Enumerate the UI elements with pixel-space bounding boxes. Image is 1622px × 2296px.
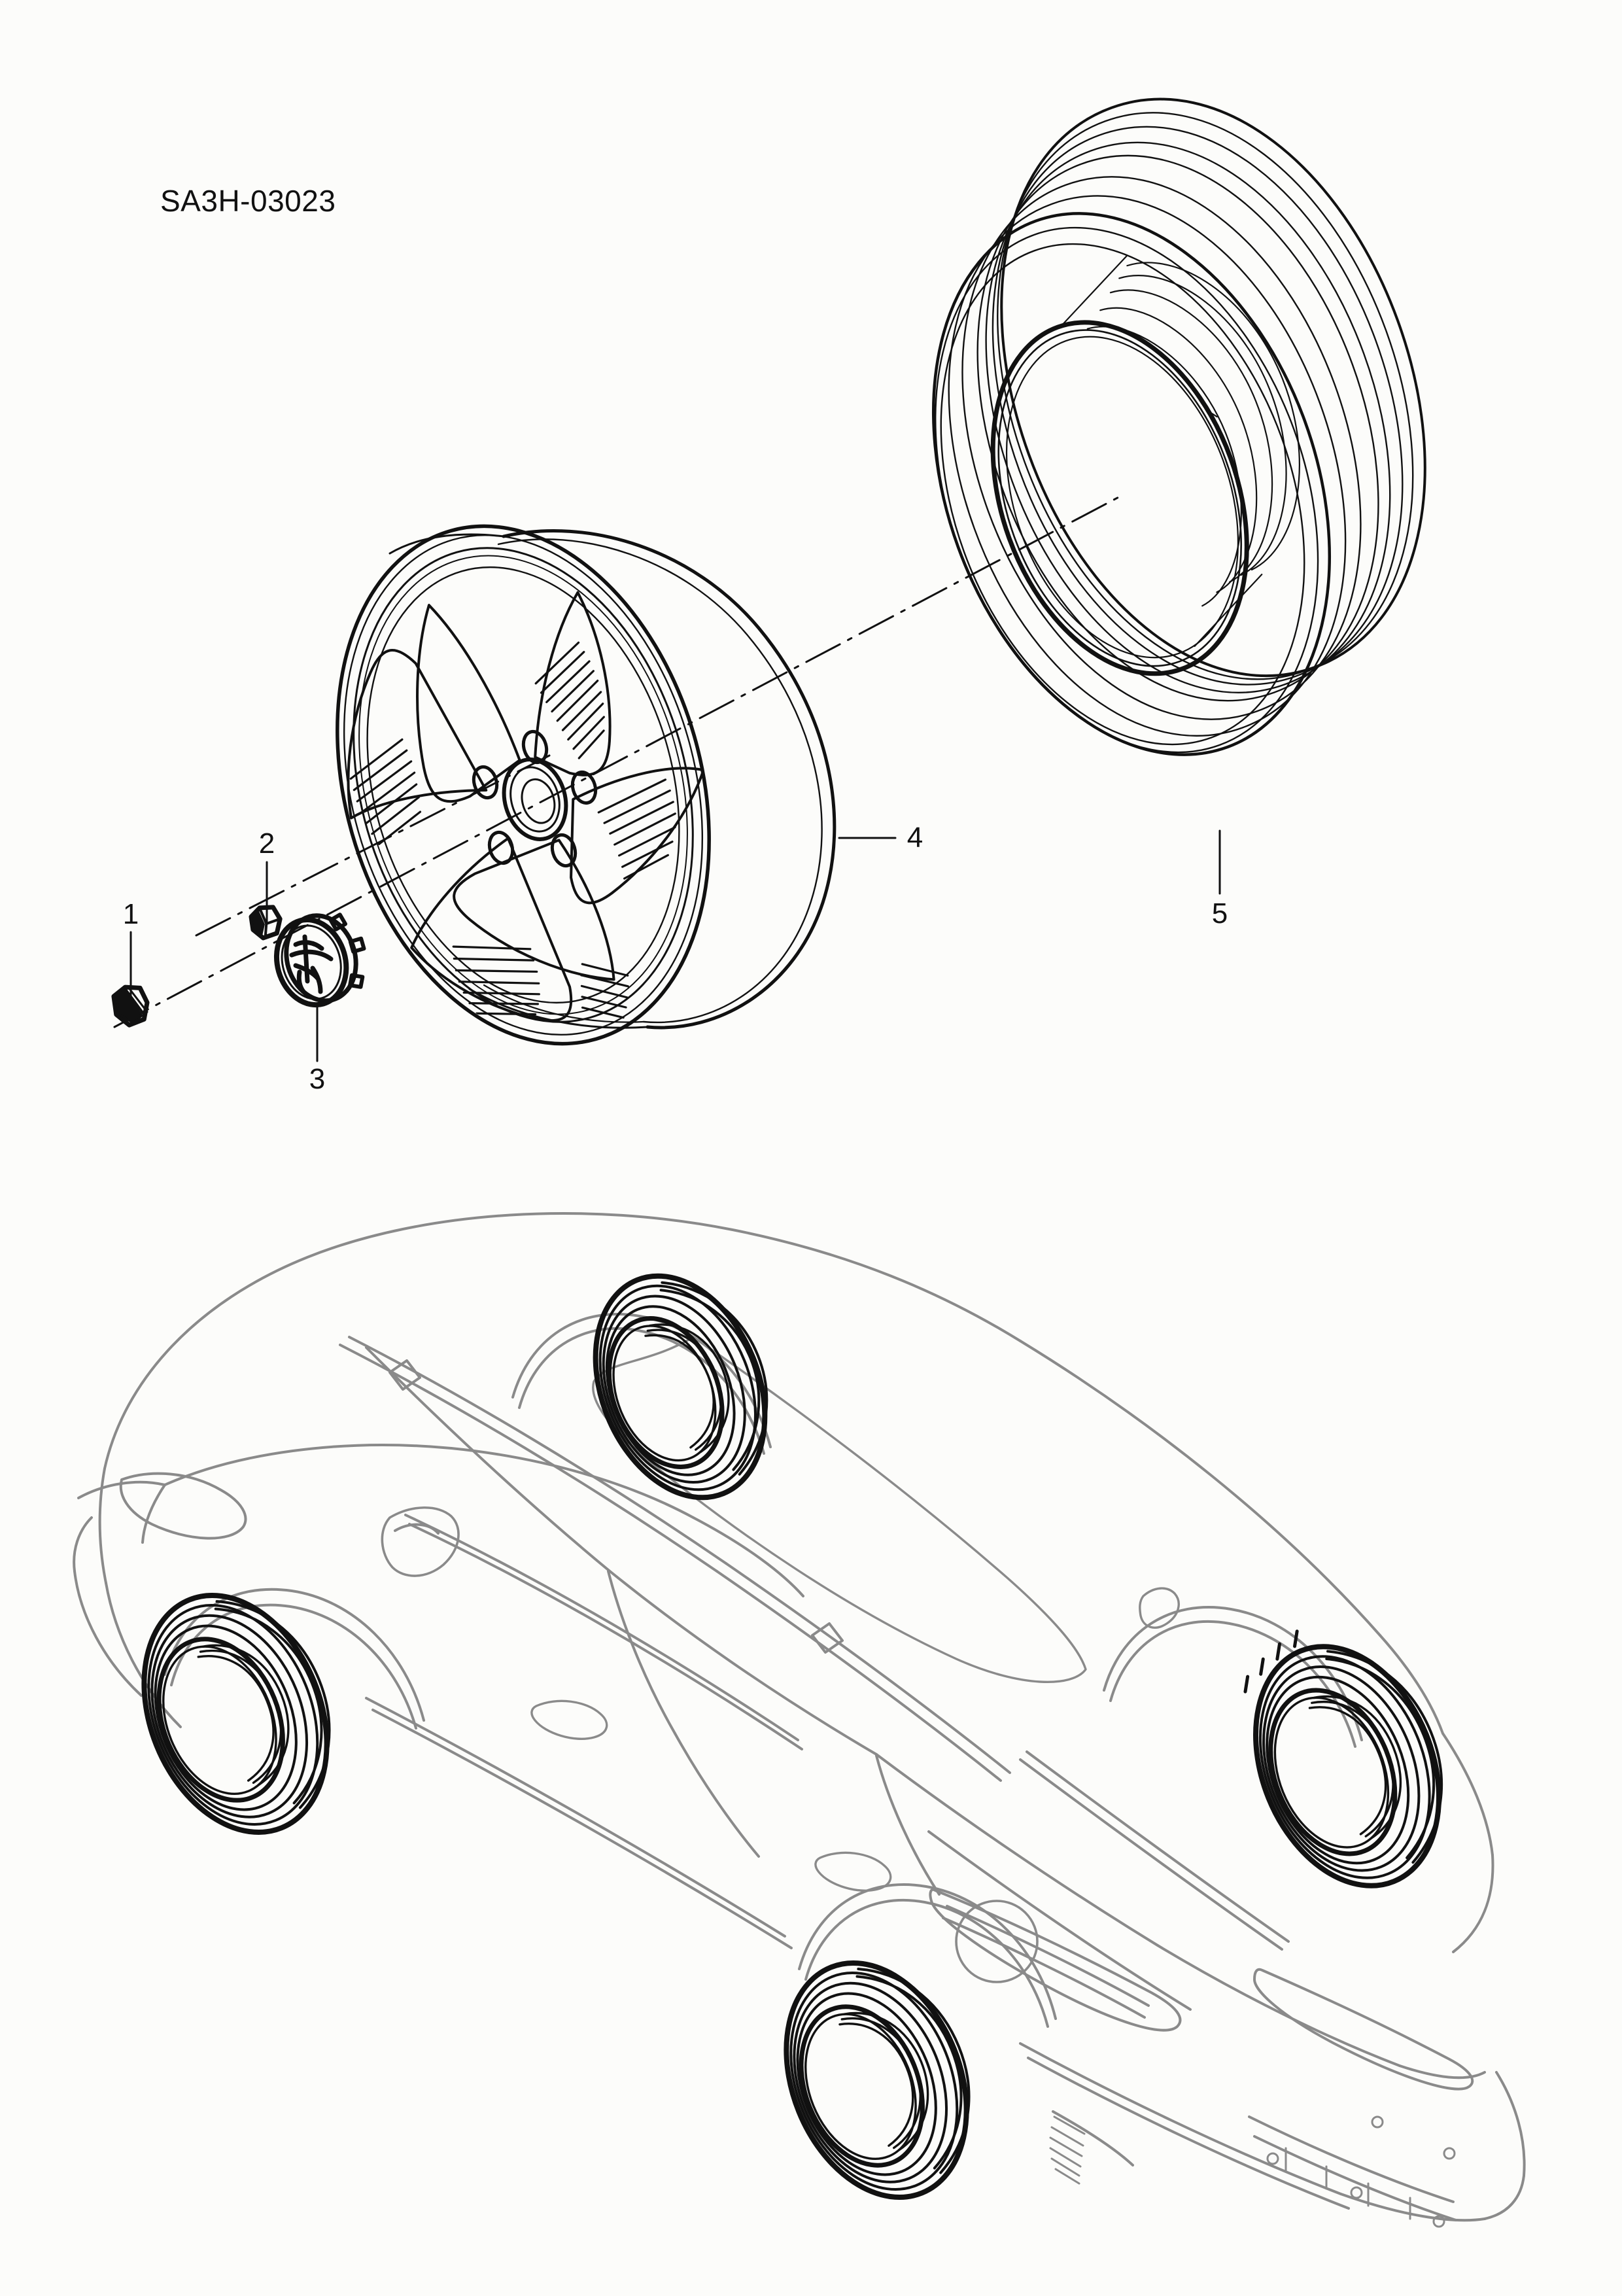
tyre-illustration [932, 97, 1426, 895]
vehicle-wheel-rear-left [784, 1960, 971, 2200]
drawing-number-title: SA3H-03023 [160, 184, 336, 218]
vehicle-wheel-rear-right [1243, 1629, 1443, 1888]
vehicle-wheel-front-left [141, 1593, 331, 1835]
callout-5-label: 5 [1211, 897, 1228, 930]
assembly-centreline [113, 493, 1126, 1028]
alloy-wheel-illustration [336, 524, 897, 1046]
wheel-hub-centre-cap-illustration [273, 913, 366, 1062]
wheel-bolt-illustration [249, 861, 283, 941]
callout-3-label: 3 [309, 1063, 326, 1095]
brand-emblem-icon [289, 934, 334, 994]
callout-4-label: 4 [906, 822, 923, 854]
vehicle-wheel-front-right [593, 1273, 768, 1501]
wheel-bolt-cap-illustration [111, 931, 150, 1028]
callout-1-label: 1 [122, 898, 139, 930]
callout-2-label: 2 [258, 827, 275, 860]
